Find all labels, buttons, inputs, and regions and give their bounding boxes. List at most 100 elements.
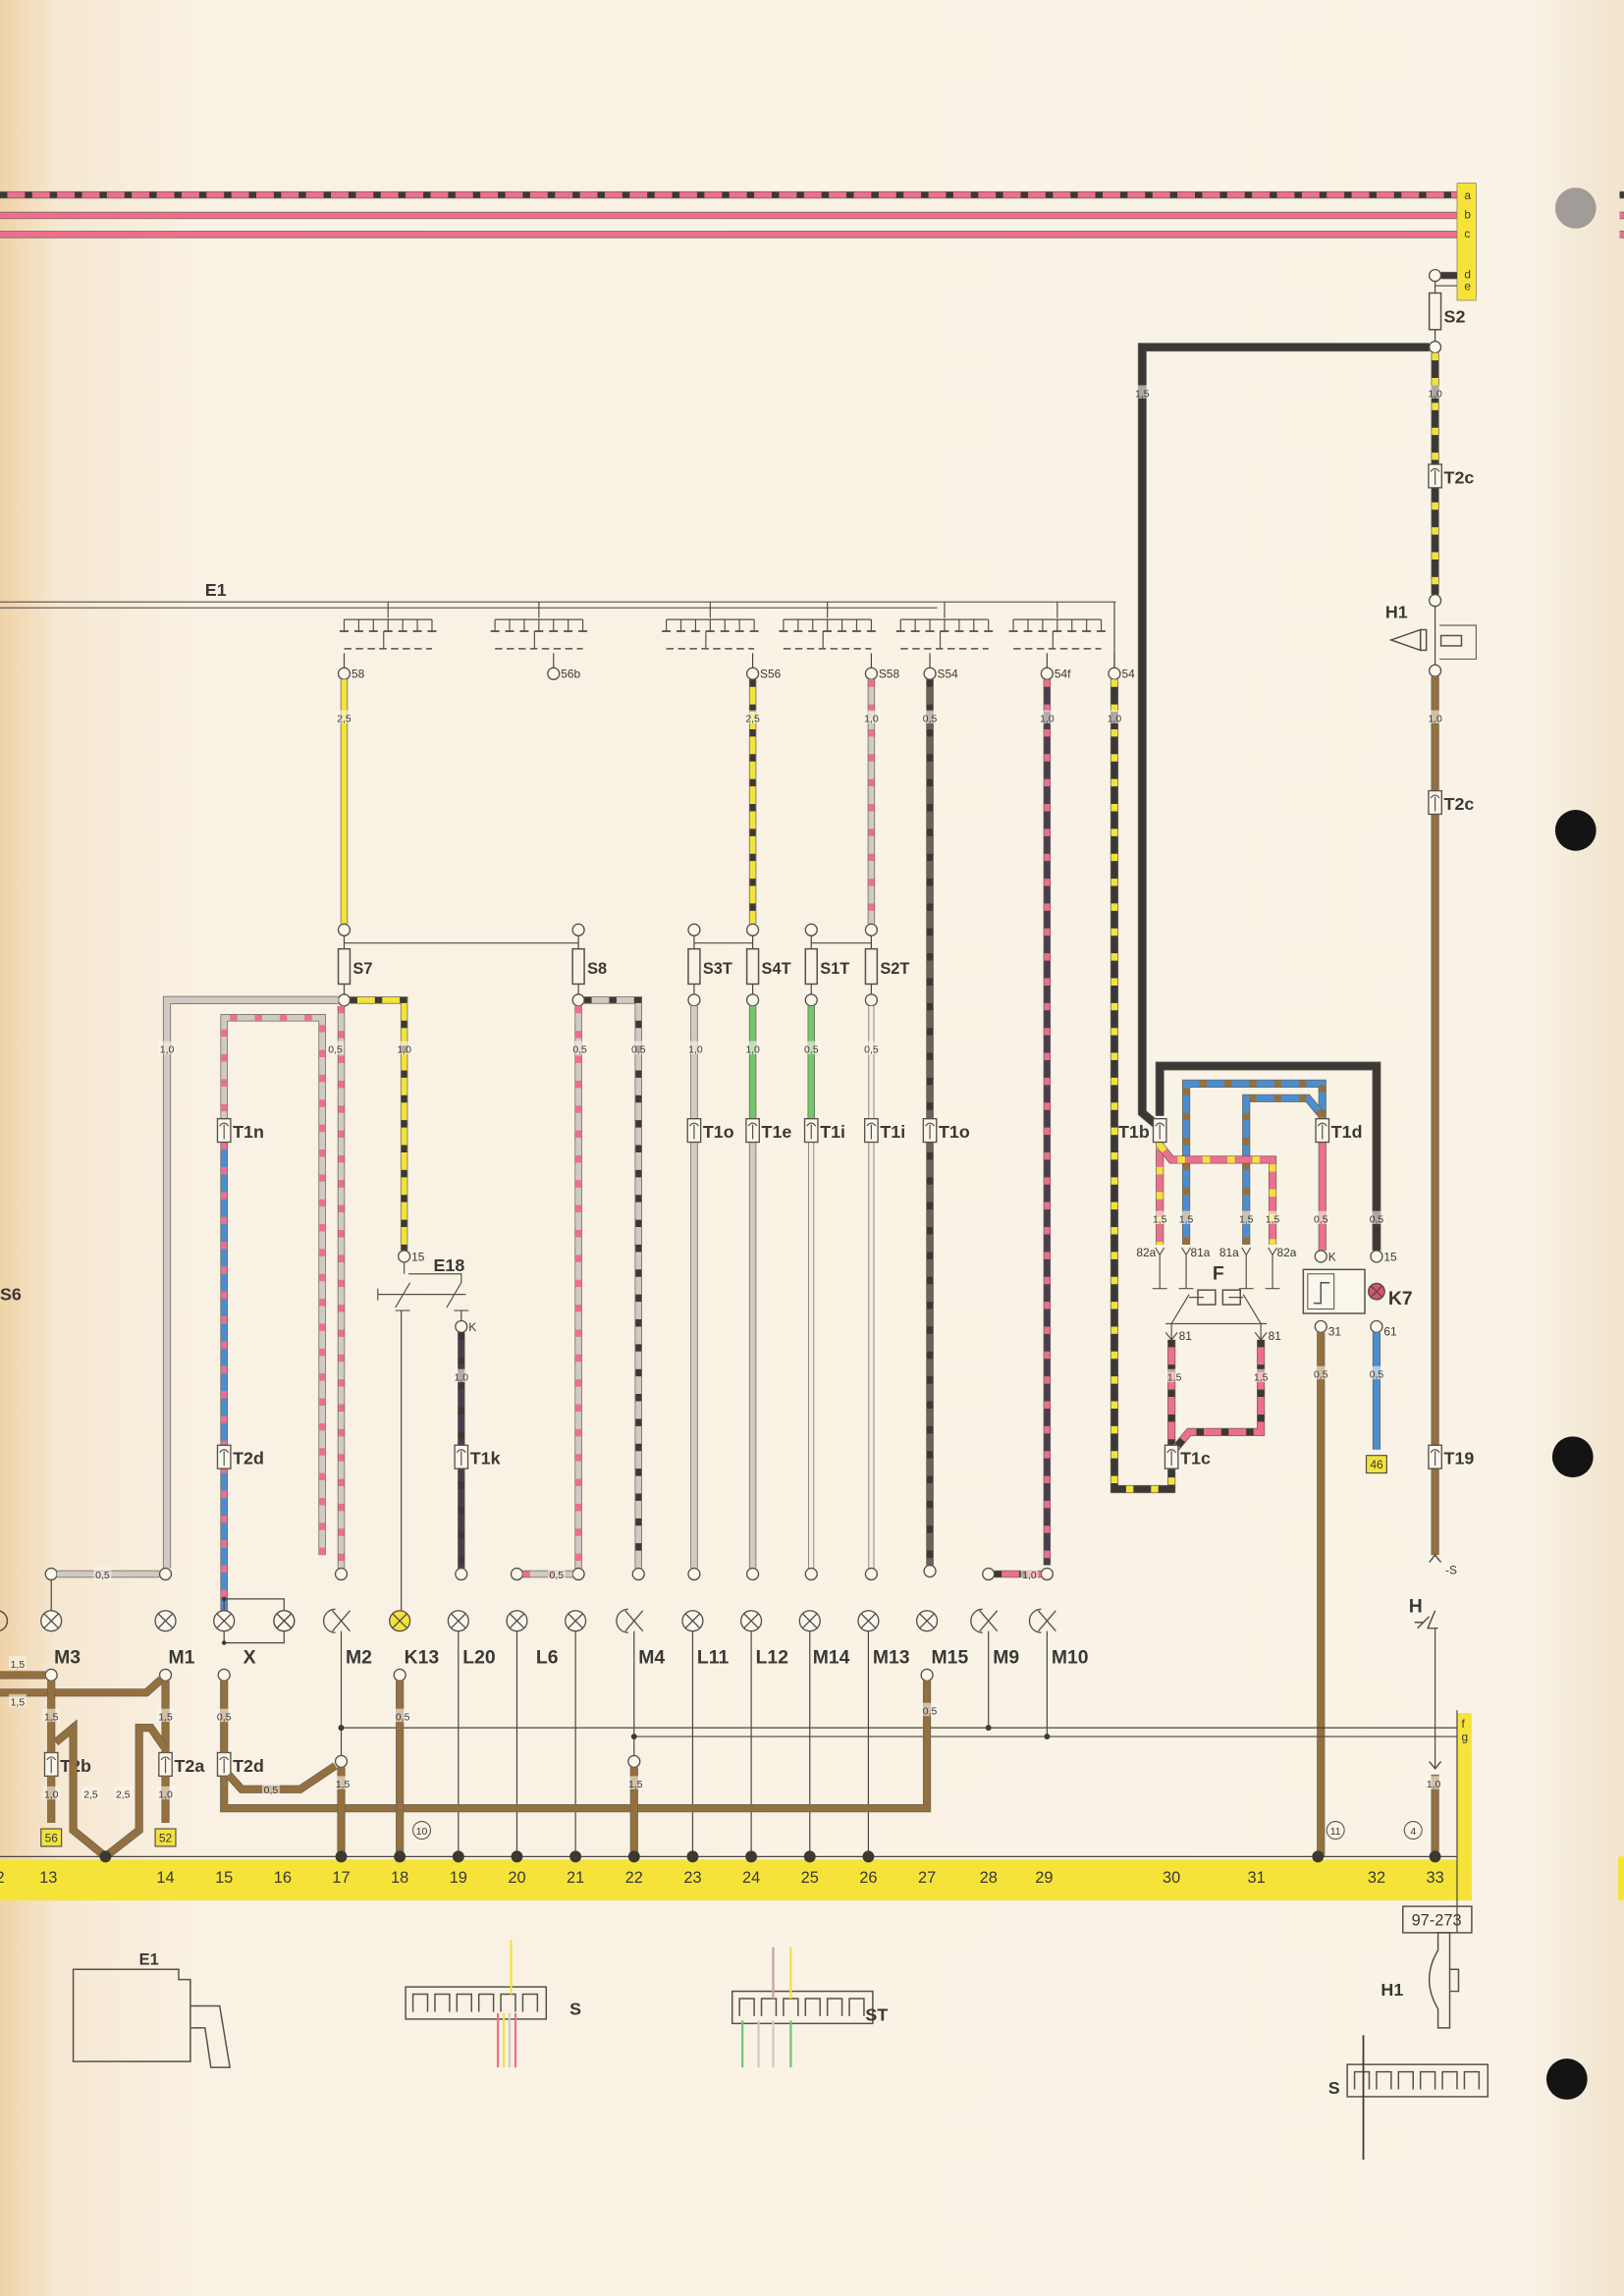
legend-fuse-box-ST	[731, 1990, 874, 2025]
K7-terminal: 31	[1328, 1324, 1342, 1338]
wire-core	[221, 1014, 326, 1616]
column-number: 27	[918, 1869, 936, 1887]
ground-ref-circle	[412, 1821, 432, 1840]
terminal-circle	[982, 1567, 996, 1581]
wire-gauge-label: 1,0	[1426, 385, 1444, 400]
wire-blue-81a-right	[1242, 1094, 1326, 1245]
terminal-circle	[804, 923, 818, 936]
wire-gauge-label: 0,5	[802, 1041, 821, 1056]
connector-label: T1n	[233, 1122, 264, 1142]
relay-terminal: 81a	[1191, 1246, 1211, 1259]
wire-gauge: 0,5	[95, 1571, 110, 1581]
ground-bus-side	[1456, 1713, 1472, 1901]
binder-hole	[1551, 1436, 1594, 1478]
wire-black-K7-15	[1155, 1061, 1381, 1251]
ground-ref-circle	[1326, 1821, 1345, 1840]
wire-gauge: 0,5	[396, 1713, 410, 1724]
legend-label-H1: H1	[1380, 1980, 1403, 2000]
gauge-bg	[547, 1567, 566, 1580]
wire-gauge-label: 0,5	[629, 1041, 648, 1056]
lamp-icon	[681, 1610, 704, 1632]
horn-H1-label: H1	[1385, 603, 1408, 622]
gauge-bg	[1106, 710, 1123, 723]
switch-terminal-54: 54	[1121, 667, 1135, 681]
legend-horn-H1	[1429, 1932, 1460, 2029]
wire-stripe	[1242, 1095, 1326, 1245]
wire-gauge: 1,5	[44, 1713, 59, 1724]
connector-T1i	[803, 1118, 819, 1144]
terminal-circle	[571, 1567, 585, 1581]
bus-letter-e: e	[1464, 280, 1471, 294]
fuse-label-S1T: S1T	[820, 960, 849, 978]
fuse-label-S3T: S3T	[703, 960, 732, 978]
gauge-bg	[42, 1786, 61, 1800]
wire-gauge: 0,5	[264, 1786, 279, 1796]
binder-hole	[1554, 809, 1597, 851]
switch-E18-label: E18	[433, 1255, 464, 1275]
edge-band	[1618, 1856, 1624, 1901]
gauge-bg	[1133, 385, 1152, 399]
terminal-circle	[864, 667, 879, 680]
switch-terminal-54f: 54f	[1055, 667, 1071, 681]
ground-ref-label: 11	[1330, 1827, 1341, 1838]
lamp-label-L12: L12	[756, 1646, 788, 1668]
wire-gauge: 1,0	[160, 1045, 175, 1056]
binder-hole	[1545, 2058, 1588, 2100]
wire-gauge: 1,0	[1022, 1571, 1037, 1581]
switch-E1-contact-group	[779, 602, 876, 650]
terminal-circle	[1040, 667, 1055, 680]
gauge-bg	[1367, 1210, 1385, 1225]
gauge-bg	[326, 1041, 345, 1055]
wire-gauge: 1,0	[455, 1373, 469, 1384]
switch-E1-contact-group	[490, 602, 588, 650]
switch-E18-symbol	[377, 1261, 469, 1311]
bus-letter-b: b	[1464, 207, 1471, 221]
gauge-bg	[921, 1702, 940, 1717]
wire-gauge: 0,5	[1370, 1215, 1384, 1226]
connector-T1c	[1164, 1444, 1179, 1469]
wire-gauge-label: 1,0	[452, 1368, 470, 1384]
column-number: 29	[1035, 1869, 1053, 1887]
switch-terminal-S54: S54	[938, 667, 959, 681]
wire-gauge: 0,5	[328, 1045, 343, 1056]
fuse-S2T	[864, 947, 879, 986]
wire-gauge-label: 1,5	[626, 1776, 645, 1790]
wire-core	[1157, 1143, 1276, 1245]
gauge-bg	[1038, 710, 1056, 723]
fuse-label-S8: S8	[587, 960, 607, 978]
wire-gauge: 1,0	[158, 1790, 173, 1801]
edge-label-S6: S6	[0, 1285, 22, 1305]
wire-stripe	[350, 996, 407, 1251]
lamp-icon	[616, 1608, 644, 1633]
wire-gauge: 1,5	[628, 1780, 643, 1790]
wire-gauge-label: 1,5	[1165, 1368, 1184, 1384]
wire-stripe	[221, 1014, 326, 1616]
connector-label: T2c	[1444, 467, 1475, 487]
terminal-circle	[1314, 1250, 1327, 1263]
horn-button-terminal	[1429, 1553, 1442, 1564]
column-number: 31	[1248, 1869, 1266, 1887]
fuse-S2	[1428, 292, 1442, 331]
wire-gauge-label: 1,5	[1151, 1210, 1169, 1226]
gauge-bg	[261, 1782, 280, 1795]
connector-T1e	[745, 1118, 760, 1144]
connector-T1b	[1152, 1118, 1167, 1144]
connector-T19	[1428, 1444, 1442, 1469]
lamp-icon	[447, 1610, 469, 1632]
lamp-label-M3: M3	[54, 1646, 81, 1668]
gauge-bg	[921, 710, 940, 723]
bus-letter-a: a	[1464, 188, 1471, 202]
wire-gauge-label: 0,5	[1312, 1365, 1330, 1381]
wire-core	[1138, 343, 1430, 1131]
gauge-bg	[1264, 1210, 1282, 1225]
wire-core	[1156, 1062, 1380, 1251]
lamp-icon-partial	[0, 1610, 9, 1632]
lamp-icon	[322, 1608, 351, 1633]
wire-gauge-label: 0,5	[1312, 1210, 1330, 1226]
terminal-circle	[571, 993, 585, 1007]
wire-gauge-label: 0,5	[570, 1041, 589, 1056]
wire-54	[1110, 679, 1176, 1494]
gauge-bg	[1165, 1368, 1184, 1383]
connector-label: T1o	[703, 1122, 734, 1142]
